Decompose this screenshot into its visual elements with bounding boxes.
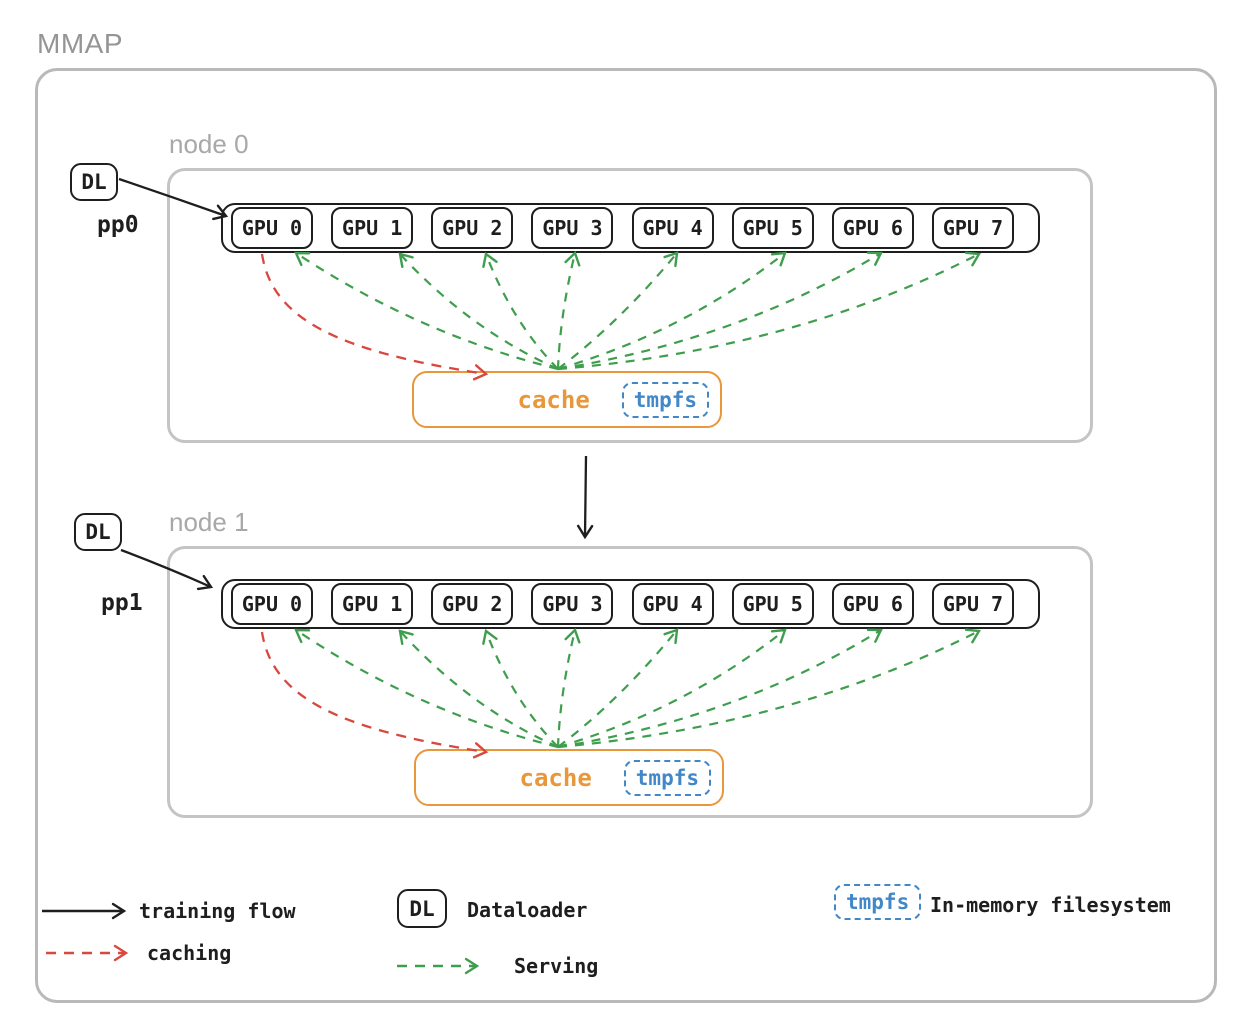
node0-pp-label: pp0 xyxy=(97,212,139,238)
node0-gpu-row: GPU 0 GPU 1 GPU 2 GPU 3 GPU 4 GPU 5 GPU … xyxy=(221,203,1040,253)
legend-dl-box-label: DL xyxy=(409,896,435,921)
node0-cache-label: cache xyxy=(517,385,590,414)
gpu-box: GPU 7 xyxy=(931,583,1014,625)
node0-label: node 0 xyxy=(169,129,249,159)
gpu-box: GPU 6 xyxy=(831,207,914,249)
node1-cache-label: cache xyxy=(519,763,592,792)
gpu-box: GPU 1 xyxy=(331,583,414,625)
node1-cache-box: cache tmpfs xyxy=(414,749,724,806)
gpu-box: GPU 6 xyxy=(831,583,914,625)
node0-tmpfs-box: tmpfs xyxy=(621,381,709,418)
gpu-box: GPU 2 xyxy=(431,583,514,625)
legend-tmpfs-label: In-memory filesystem xyxy=(930,893,1171,917)
node1-dataloader-label: DL xyxy=(85,520,111,544)
gpu-box: GPU 7 xyxy=(931,207,1014,249)
gpu-box: GPU 4 xyxy=(631,207,714,249)
node1-pp-label: pp1 xyxy=(101,590,143,616)
legend-caching-label: caching xyxy=(147,941,232,965)
node0-container xyxy=(167,168,1093,443)
gpu-box: GPU 0 xyxy=(231,583,313,625)
legend-training-flow-label: training flow xyxy=(139,899,296,923)
legend-serving-label: Serving xyxy=(514,954,599,978)
mmap-container xyxy=(35,68,1217,1003)
gpu-box: GPU 4 xyxy=(631,583,714,625)
legend-tmpfs-box: tmpfs xyxy=(834,884,922,920)
gpu-box: GPU 0 xyxy=(231,207,313,249)
gpu-box: GPU 1 xyxy=(331,207,414,249)
node1-container xyxy=(167,546,1093,818)
gpu-box: GPU 5 xyxy=(731,207,814,249)
gpu-box: GPU 5 xyxy=(731,583,814,625)
node1-label: node 1 xyxy=(169,507,249,537)
gpu-box: GPU 2 xyxy=(431,207,514,249)
legend-dataloader-label: Dataloader xyxy=(467,898,588,922)
node1-tmpfs-box: tmpfs xyxy=(623,759,711,796)
node0-dataloader-box: DL xyxy=(70,163,118,201)
diagram-title: MMAP xyxy=(37,28,123,59)
gpu-box: GPU 3 xyxy=(531,207,614,249)
gpu-box: GPU 3 xyxy=(531,583,614,625)
node0-dataloader-label: DL xyxy=(81,170,107,194)
legend-dataloader-box: DL xyxy=(397,889,447,928)
node0-cache-box: cache tmpfs xyxy=(412,371,722,428)
node1-gpu-row: GPU 0 GPU 1 GPU 2 GPU 3 GPU 4 GPU 5 GPU … xyxy=(221,579,1040,629)
node1-dataloader-box: DL xyxy=(74,513,122,551)
